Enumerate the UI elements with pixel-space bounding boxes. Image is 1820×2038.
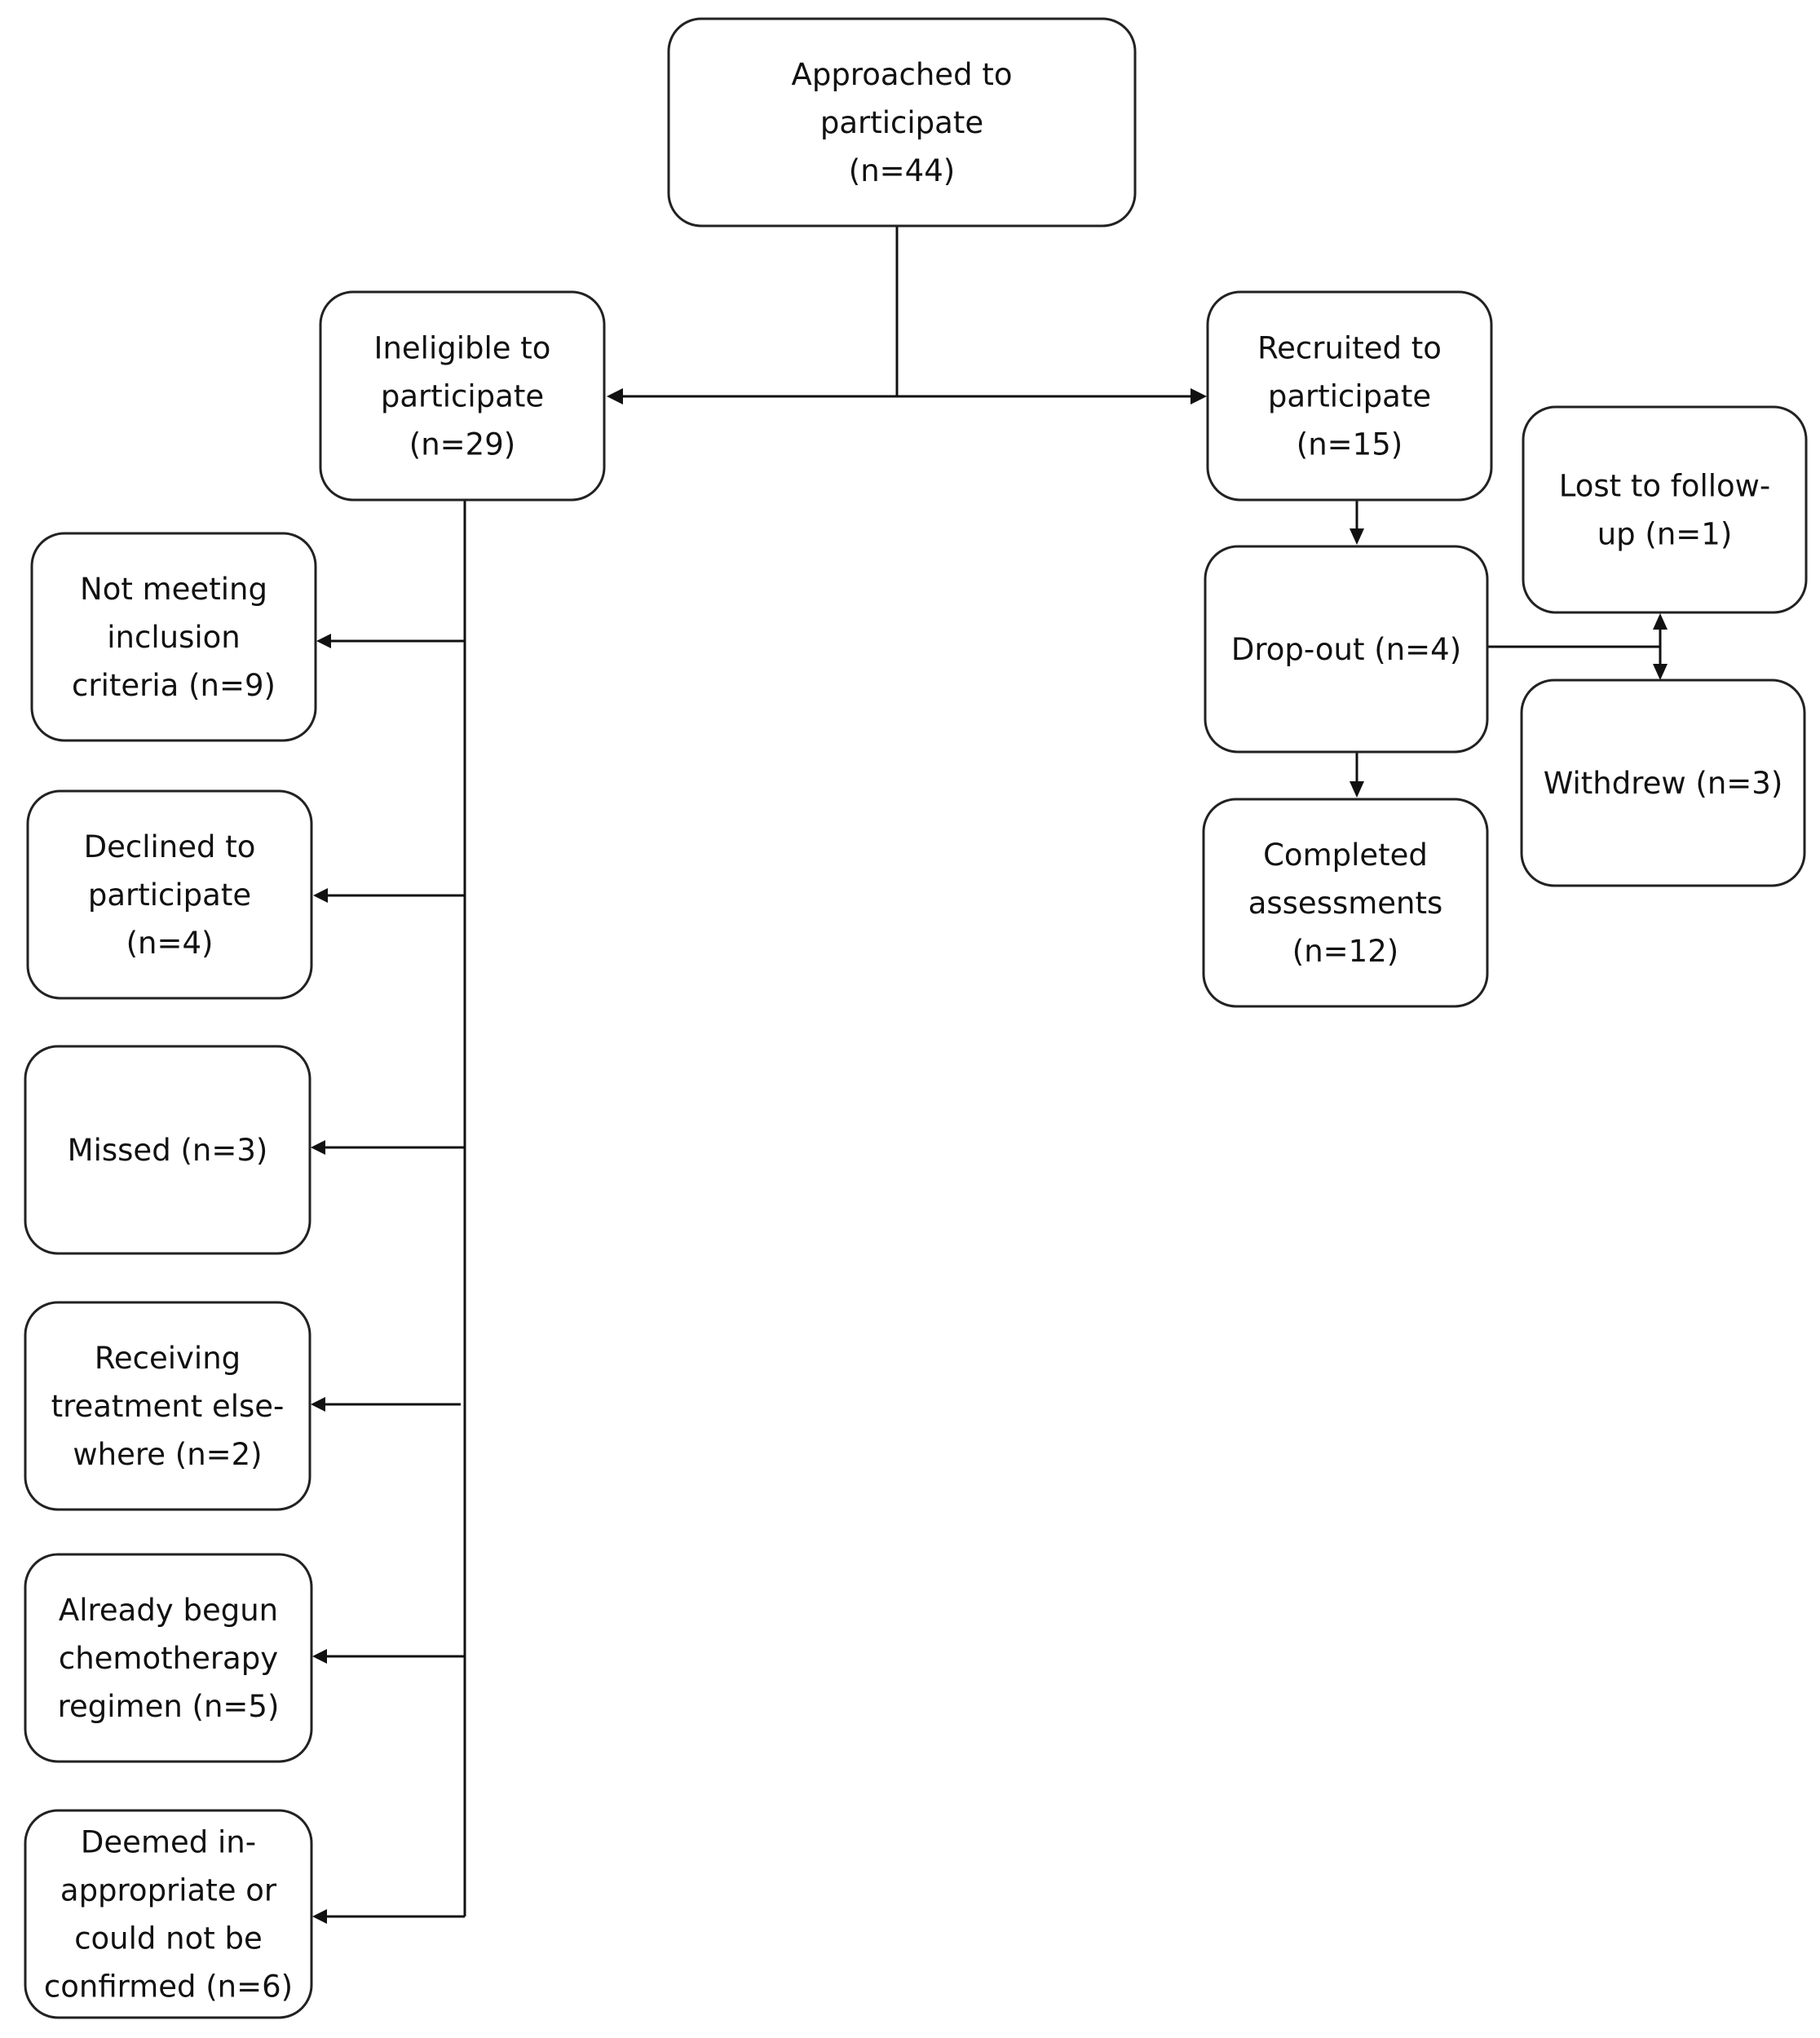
node-label-line: Completed — [1263, 838, 1428, 873]
node-label-line: (n=44) — [849, 153, 955, 188]
node-label-line: (n=29) — [409, 427, 515, 462]
arrow-to-completed — [1350, 781, 1364, 798]
node-label-line: participate — [1268, 379, 1431, 414]
arrow-to-ineligible — [607, 388, 623, 405]
node-label-line: Withdrew (n=3) — [1544, 766, 1783, 801]
node-box — [24, 1553, 313, 1763]
node-label-line: Already begun — [59, 1593, 278, 1628]
node-label-line: where (n=2) — [73, 1437, 262, 1472]
node-completed: Completed assessments (n=12) — [1202, 798, 1489, 1008]
node-label-line: participate — [820, 105, 983, 140]
arrow-to-inappropriate — [312, 1909, 327, 1924]
node-box — [24, 1045, 311, 1255]
node-label-line: Not meeting — [80, 572, 267, 607]
node-label-line: (n=4) — [126, 926, 214, 961]
arrow-to-begun-chemo — [312, 1649, 327, 1664]
node-label-line: Lost to follow- — [1559, 469, 1771, 504]
node-box — [26, 789, 313, 1000]
node-label-line: appropriate or — [60, 1873, 277, 1908]
arrow-to-recruited — [1191, 388, 1207, 405]
node-box — [319, 290, 606, 502]
node-box — [667, 17, 1137, 228]
arrow-to-withdrew — [1653, 664, 1668, 680]
node-ineligible: Ineligible to participate (n=29) — [319, 290, 606, 502]
node-recruited: Recruited to participate (n=15) — [1206, 290, 1493, 502]
node-label-line: Approached to — [792, 57, 1013, 92]
arrow-to-lost — [1653, 613, 1668, 630]
node-dropout: Drop-out (n=4) — [1204, 545, 1489, 754]
node-label-line: criteria (n=9) — [72, 668, 276, 703]
node-label-line: chemotherapy — [59, 1641, 278, 1676]
node-label-line: up (n=1) — [1597, 517, 1733, 552]
node-label-line: Receiving — [95, 1341, 241, 1376]
node-box — [1202, 798, 1489, 1008]
node-label-line: Missed (n=3) — [68, 1133, 268, 1168]
arrow-to-declined — [313, 888, 328, 903]
node-label-line: assessments — [1248, 886, 1443, 921]
node-label-line: Ineligible to — [374, 331, 551, 366]
arrow-to-not-meeting — [316, 634, 331, 648]
node-box — [1520, 679, 1806, 887]
node-label-line: confirmed (n=6) — [44, 1969, 293, 2005]
arrow-to-dropout — [1350, 528, 1364, 545]
node-withdrew: Withdrew (n=3) — [1520, 679, 1806, 887]
node-label-line: Declined to — [84, 829, 256, 864]
node-label-line: participate — [88, 878, 251, 913]
node-label-line: treatment else- — [51, 1389, 285, 1424]
node-begun-chemo: Already begun chemotherapy regimen (n=5) — [24, 1553, 313, 1763]
node-label-line: inclusion — [107, 620, 240, 655]
node-box — [30, 532, 317, 742]
node-box — [24, 1809, 313, 2019]
arrow-to-elsewhere — [311, 1397, 325, 1412]
node-missed: Missed (n=3) — [24, 1045, 311, 1255]
node-box — [1522, 405, 1808, 614]
nodes: Approached to participate (n=44) Ineligible… — [24, 17, 1808, 2019]
node-label-line: Deemed in- — [81, 1825, 256, 1860]
node-label-line: could not be — [74, 1921, 263, 1956]
node-approached: Approached to participate (n=44) — [667, 17, 1137, 228]
node-declined: Declined to participate (n=4) — [26, 789, 313, 1000]
node-not-meeting: Not meeting inclusion criteria (n=9) — [30, 532, 317, 742]
node-box — [24, 1301, 311, 1511]
node-label-line: participate — [381, 379, 544, 414]
connectors — [311, 224, 1668, 1924]
node-lost: Lost to follow-up (n=1) — [1522, 405, 1808, 614]
node-label-line: (n=15) — [1297, 427, 1403, 462]
node-box — [1206, 290, 1493, 502]
node-inappropriate: Deemed in-appropriate or could not be conf… — [24, 1809, 313, 2019]
arrow-to-missed — [311, 1140, 325, 1155]
node-label-line: (n=12) — [1292, 934, 1398, 969]
node-elsewhere: Receiving treatment else-where (n=2) — [24, 1301, 311, 1511]
node-label-line: Drop-out (n=4) — [1231, 632, 1461, 667]
node-box — [1204, 545, 1489, 754]
node-label-line: regimen (n=5) — [58, 1689, 280, 1724]
node-label-line: Recruited to — [1257, 331, 1442, 366]
